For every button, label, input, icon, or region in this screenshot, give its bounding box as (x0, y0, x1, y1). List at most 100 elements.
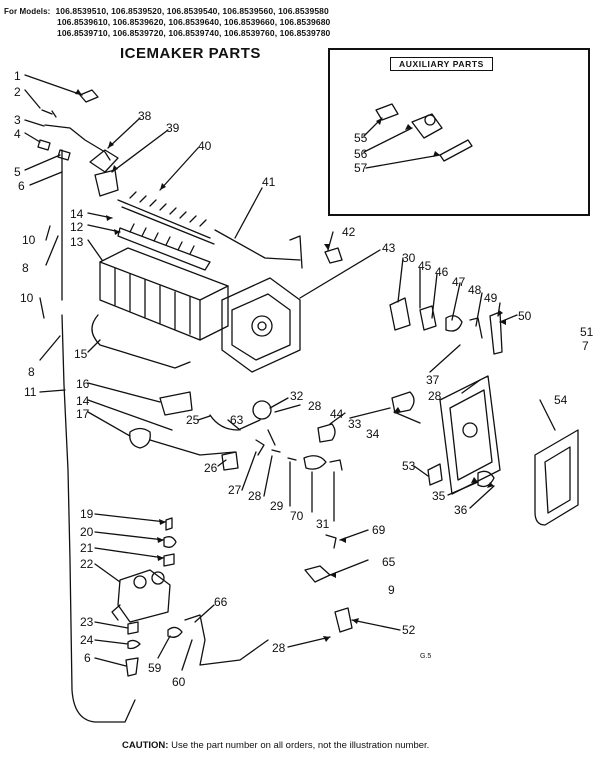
callout-47: 47 (452, 275, 466, 289)
callout-65: 65 (382, 555, 396, 569)
aux-part-57 (439, 139, 473, 162)
callout-34: 34 (366, 427, 380, 441)
callout-46: 46 (435, 265, 449, 279)
stripper-12 (117, 227, 211, 271)
part-27 (255, 439, 265, 456)
callout-39: 39 (166, 121, 180, 135)
callout-11: 11 (24, 385, 37, 399)
model-row-1: For Models: 106.8539510, 106.8539520, 106… (4, 6, 329, 16)
bracket-16 (159, 391, 193, 416)
callout-14b: 14 (76, 394, 90, 408)
part-4 (37, 139, 51, 151)
bracket-41 (289, 235, 303, 269)
callout-51: 51 (580, 325, 594, 339)
callout-40: 40 (198, 139, 212, 153)
callout-31: 31 (316, 517, 330, 531)
callout-3: 3 (14, 113, 21, 127)
callout-35: 35 (432, 489, 446, 503)
callout-9: 9 (388, 583, 395, 597)
callout-63: 63 (230, 413, 244, 427)
callout-15: 15 (74, 347, 88, 361)
part-6 (125, 657, 139, 677)
callout-33: 33 (348, 417, 362, 431)
callout-1: 1 (14, 69, 21, 83)
callout-56: 56 (354, 147, 368, 161)
callout-8b: 8 (28, 365, 35, 379)
callout-5: 5 (14, 165, 21, 179)
callout-53: 53 (402, 459, 416, 473)
callout-29: 29 (270, 499, 284, 513)
harness-25 (209, 414, 261, 431)
caution-text: Use the part number on all orders, not t… (171, 740, 430, 751)
callout-12: 12 (70, 220, 84, 234)
callout-23: 23 (80, 615, 94, 629)
callout-8: 8 (22, 261, 29, 275)
callout-19: 19 (80, 507, 94, 521)
callout-32: 32 (290, 389, 304, 403)
callout-27: 27 (228, 483, 242, 497)
callout-6: 6 (18, 179, 25, 193)
callout-26: 26 (204, 461, 218, 475)
screw-69 (325, 534, 337, 549)
part-20 (163, 536, 177, 548)
callout-number-layer: 1 2 3 4 5 6 38 39 40 41 14 12 13 10 8 42… (14, 69, 594, 689)
part-29 (287, 457, 297, 461)
heater-15 (91, 314, 191, 369)
callout-10b: 10 (20, 291, 34, 305)
callout-7: 7 (582, 339, 589, 353)
callout-45: 45 (418, 259, 432, 273)
part-26 (221, 451, 239, 471)
wire-41 (214, 229, 301, 261)
screw-2 (41, 109, 57, 118)
model-row-3: 106.8539710, 106.8539720, 106.8539740, 1… (57, 28, 331, 38)
small-mark: G.5 (420, 653, 431, 660)
callout-43: 43 (382, 241, 396, 255)
mounting-plate-43 (221, 277, 301, 373)
clamp-52 (334, 607, 353, 633)
callout-70: 70 (290, 509, 304, 523)
model-row-1-text: 106.8539510, 106.8539520, 106.8539540, 1… (55, 6, 329, 16)
callout-24: 24 (80, 633, 94, 647)
caution-note: CAUTION: Use the part number on all orde… (122, 740, 429, 751)
part-5 (57, 149, 71, 161)
models-label: For Models: (4, 7, 51, 16)
lever-48 (469, 317, 483, 339)
part-24 (127, 639, 141, 650)
cover-54 (534, 429, 579, 526)
callout-69: 69 (372, 523, 386, 537)
water-valve-22 (117, 569, 171, 623)
motor-32 (252, 400, 272, 420)
caution-label: CAUTION: (122, 740, 169, 751)
switch-45 (389, 297, 411, 331)
part-47 (445, 315, 463, 332)
nut-23 (127, 621, 139, 635)
thermostat-17 (129, 427, 151, 449)
part-53 (427, 463, 443, 486)
support-housing-7 (439, 375, 501, 495)
callout-2: 2 (14, 85, 21, 99)
bracket-38 (89, 149, 119, 173)
switch-46 (419, 305, 437, 331)
aux-part-55 (375, 103, 399, 121)
callout-10: 10 (22, 233, 36, 247)
valve-33 (391, 391, 415, 414)
shutoff-arm-3 (44, 124, 111, 161)
aux-part-56 (411, 113, 443, 139)
callout-28b: 28 (428, 389, 442, 403)
part-31 (329, 459, 343, 471)
page-title: ICEMAKER PARTS (120, 45, 261, 62)
switch-39 (94, 169, 119, 197)
callout-42: 42 (342, 225, 356, 239)
callout-14: 14 (70, 207, 84, 221)
callout-57: 57 (354, 161, 368, 175)
callout-44: 44 (330, 407, 344, 421)
part-70 (303, 455, 327, 470)
callout-52: 52 (402, 623, 416, 637)
callout-28a: 28 (308, 399, 322, 413)
model-row-2: 106.8539610, 106.8539620, 106.8539640, 1… (57, 17, 331, 27)
clip-42 (324, 247, 343, 264)
callout-25: 25 (186, 413, 200, 427)
callout-66: 66 (214, 595, 228, 609)
